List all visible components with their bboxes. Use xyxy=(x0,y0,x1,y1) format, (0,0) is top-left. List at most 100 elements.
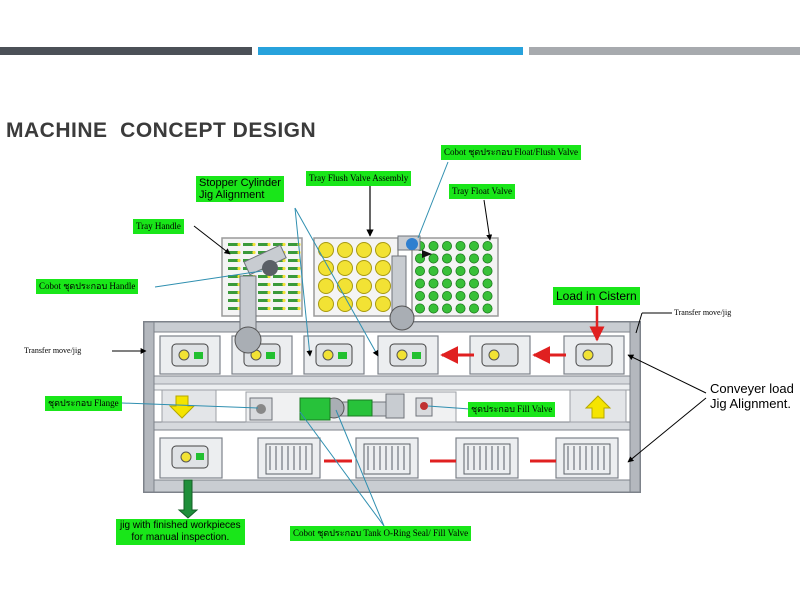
handle-part-cap xyxy=(297,298,301,303)
lower-station-jig xyxy=(159,437,223,479)
handle-part-cap xyxy=(282,306,286,311)
label-jig-finished: jig with finished workpieces for manual … xyxy=(116,519,245,545)
float-valve-pad xyxy=(468,253,479,264)
handle-part xyxy=(228,259,238,262)
handle-part xyxy=(258,299,268,302)
handle-part-cap xyxy=(282,298,286,303)
handle-part xyxy=(228,283,238,286)
flush-valve-pad xyxy=(356,242,372,258)
handle-part-cap xyxy=(267,306,271,311)
label-transfer-move-jig-left: Transfer move/jig xyxy=(24,346,82,355)
handle-part-cap xyxy=(282,282,286,287)
upper-station-valve xyxy=(488,349,500,361)
label-cobot-float-flush: Cobot ชุดประกอบ Float/Flush Valve xyxy=(441,145,581,160)
flush-valve-pad xyxy=(318,260,334,276)
float-valve-pad xyxy=(455,265,466,276)
empty-jig-frame xyxy=(265,443,313,475)
handle-part-cap xyxy=(237,258,241,263)
float-valve-pad xyxy=(455,303,466,314)
finished-jig-arrow xyxy=(177,479,199,519)
flush-valve-pad xyxy=(375,278,391,294)
handle-part xyxy=(228,275,238,278)
float-valve-pad xyxy=(468,265,479,276)
flush-valve-pad xyxy=(356,296,372,312)
float-valve-pad xyxy=(455,240,466,251)
handle-part xyxy=(288,259,298,262)
tray-flush-valve-pallet xyxy=(313,237,399,317)
float-valve-pad xyxy=(441,290,452,301)
flange-station xyxy=(249,397,273,421)
label-tray-flush-valve: Tray Flush Valve Assembly xyxy=(306,171,412,186)
slide-title: MACHINE CONCEPT DESIGN xyxy=(6,119,317,142)
lower-station-jig xyxy=(455,437,519,479)
header-bar-dark xyxy=(0,47,252,55)
handle-part-cap xyxy=(282,274,286,279)
upper-station-tank xyxy=(171,343,209,367)
upper-conveyor-stations xyxy=(159,335,625,375)
handle-part-cap xyxy=(237,242,241,247)
handle-part-cap xyxy=(252,242,256,247)
handle-part xyxy=(288,275,298,278)
handle-part-cap xyxy=(267,298,271,303)
label-conveyer-load: Conveyer load Jig Alignment. xyxy=(710,381,794,411)
float-valve-pad xyxy=(468,290,479,301)
float-valve-pad xyxy=(428,290,439,301)
handle-part xyxy=(288,299,298,302)
upper-station-part xyxy=(194,352,203,359)
float-valve-pad xyxy=(482,253,493,264)
handle-part xyxy=(288,283,298,286)
float-valve-pad xyxy=(468,278,479,289)
upper-station-tank xyxy=(575,343,613,367)
handle-part xyxy=(288,307,298,310)
empty-jig-frame xyxy=(363,443,411,475)
label-flange: ชุดประกอบ Flange xyxy=(45,396,122,411)
handle-part xyxy=(273,243,283,246)
handle-part xyxy=(258,291,268,294)
handle-part xyxy=(228,267,238,270)
upper-station-valve xyxy=(582,349,594,361)
handle-part-cap xyxy=(297,266,301,271)
upper-station-tank xyxy=(315,343,353,367)
label-tray-handle: Tray Handle xyxy=(133,219,184,234)
upper-station-tank xyxy=(389,343,427,367)
handle-part-cap xyxy=(282,242,286,247)
lower-station-jig xyxy=(257,437,321,479)
flush-valve-pad xyxy=(337,260,353,276)
finished-tank-part xyxy=(196,453,204,460)
upper-station-valve xyxy=(396,349,408,361)
float-valve-pad xyxy=(482,278,493,289)
header-bar-blue xyxy=(258,47,523,55)
header-bar-gray xyxy=(529,47,800,55)
float-valve-pad xyxy=(428,240,439,251)
handle-part-cap xyxy=(267,282,271,287)
handle-part-cap xyxy=(297,282,301,287)
handle-part-cap xyxy=(297,274,301,279)
float-valve-pad xyxy=(441,240,452,251)
label-load-in-cistern: Load in Cistern xyxy=(553,287,640,305)
handle-part xyxy=(288,267,298,270)
float-valve-pad xyxy=(441,303,452,314)
flush-valve-pad xyxy=(318,296,334,312)
handle-part-cap xyxy=(297,290,301,295)
handle-part xyxy=(273,299,283,302)
label-tray-float-valve: Tray Float Valve xyxy=(449,184,516,199)
flush-valve-pad xyxy=(375,260,391,276)
flush-valve-pad xyxy=(375,296,391,312)
float-valve-pad xyxy=(455,253,466,264)
handle-part xyxy=(228,291,238,294)
upper-station-tank xyxy=(481,343,519,367)
float-valve-pad xyxy=(455,290,466,301)
flush-valve-pad xyxy=(375,242,391,258)
transfer-down-arrow xyxy=(168,395,196,419)
handle-part-cap xyxy=(282,290,286,295)
upper-station-part xyxy=(338,352,347,359)
empty-jig-frame xyxy=(563,443,611,475)
handle-part xyxy=(228,243,238,246)
float-valve-pad xyxy=(428,303,439,314)
handle-part-cap xyxy=(252,250,256,255)
handle-part xyxy=(228,299,238,302)
lower-station-jig xyxy=(555,437,619,479)
handle-part xyxy=(258,283,268,286)
handle-part xyxy=(288,291,298,294)
